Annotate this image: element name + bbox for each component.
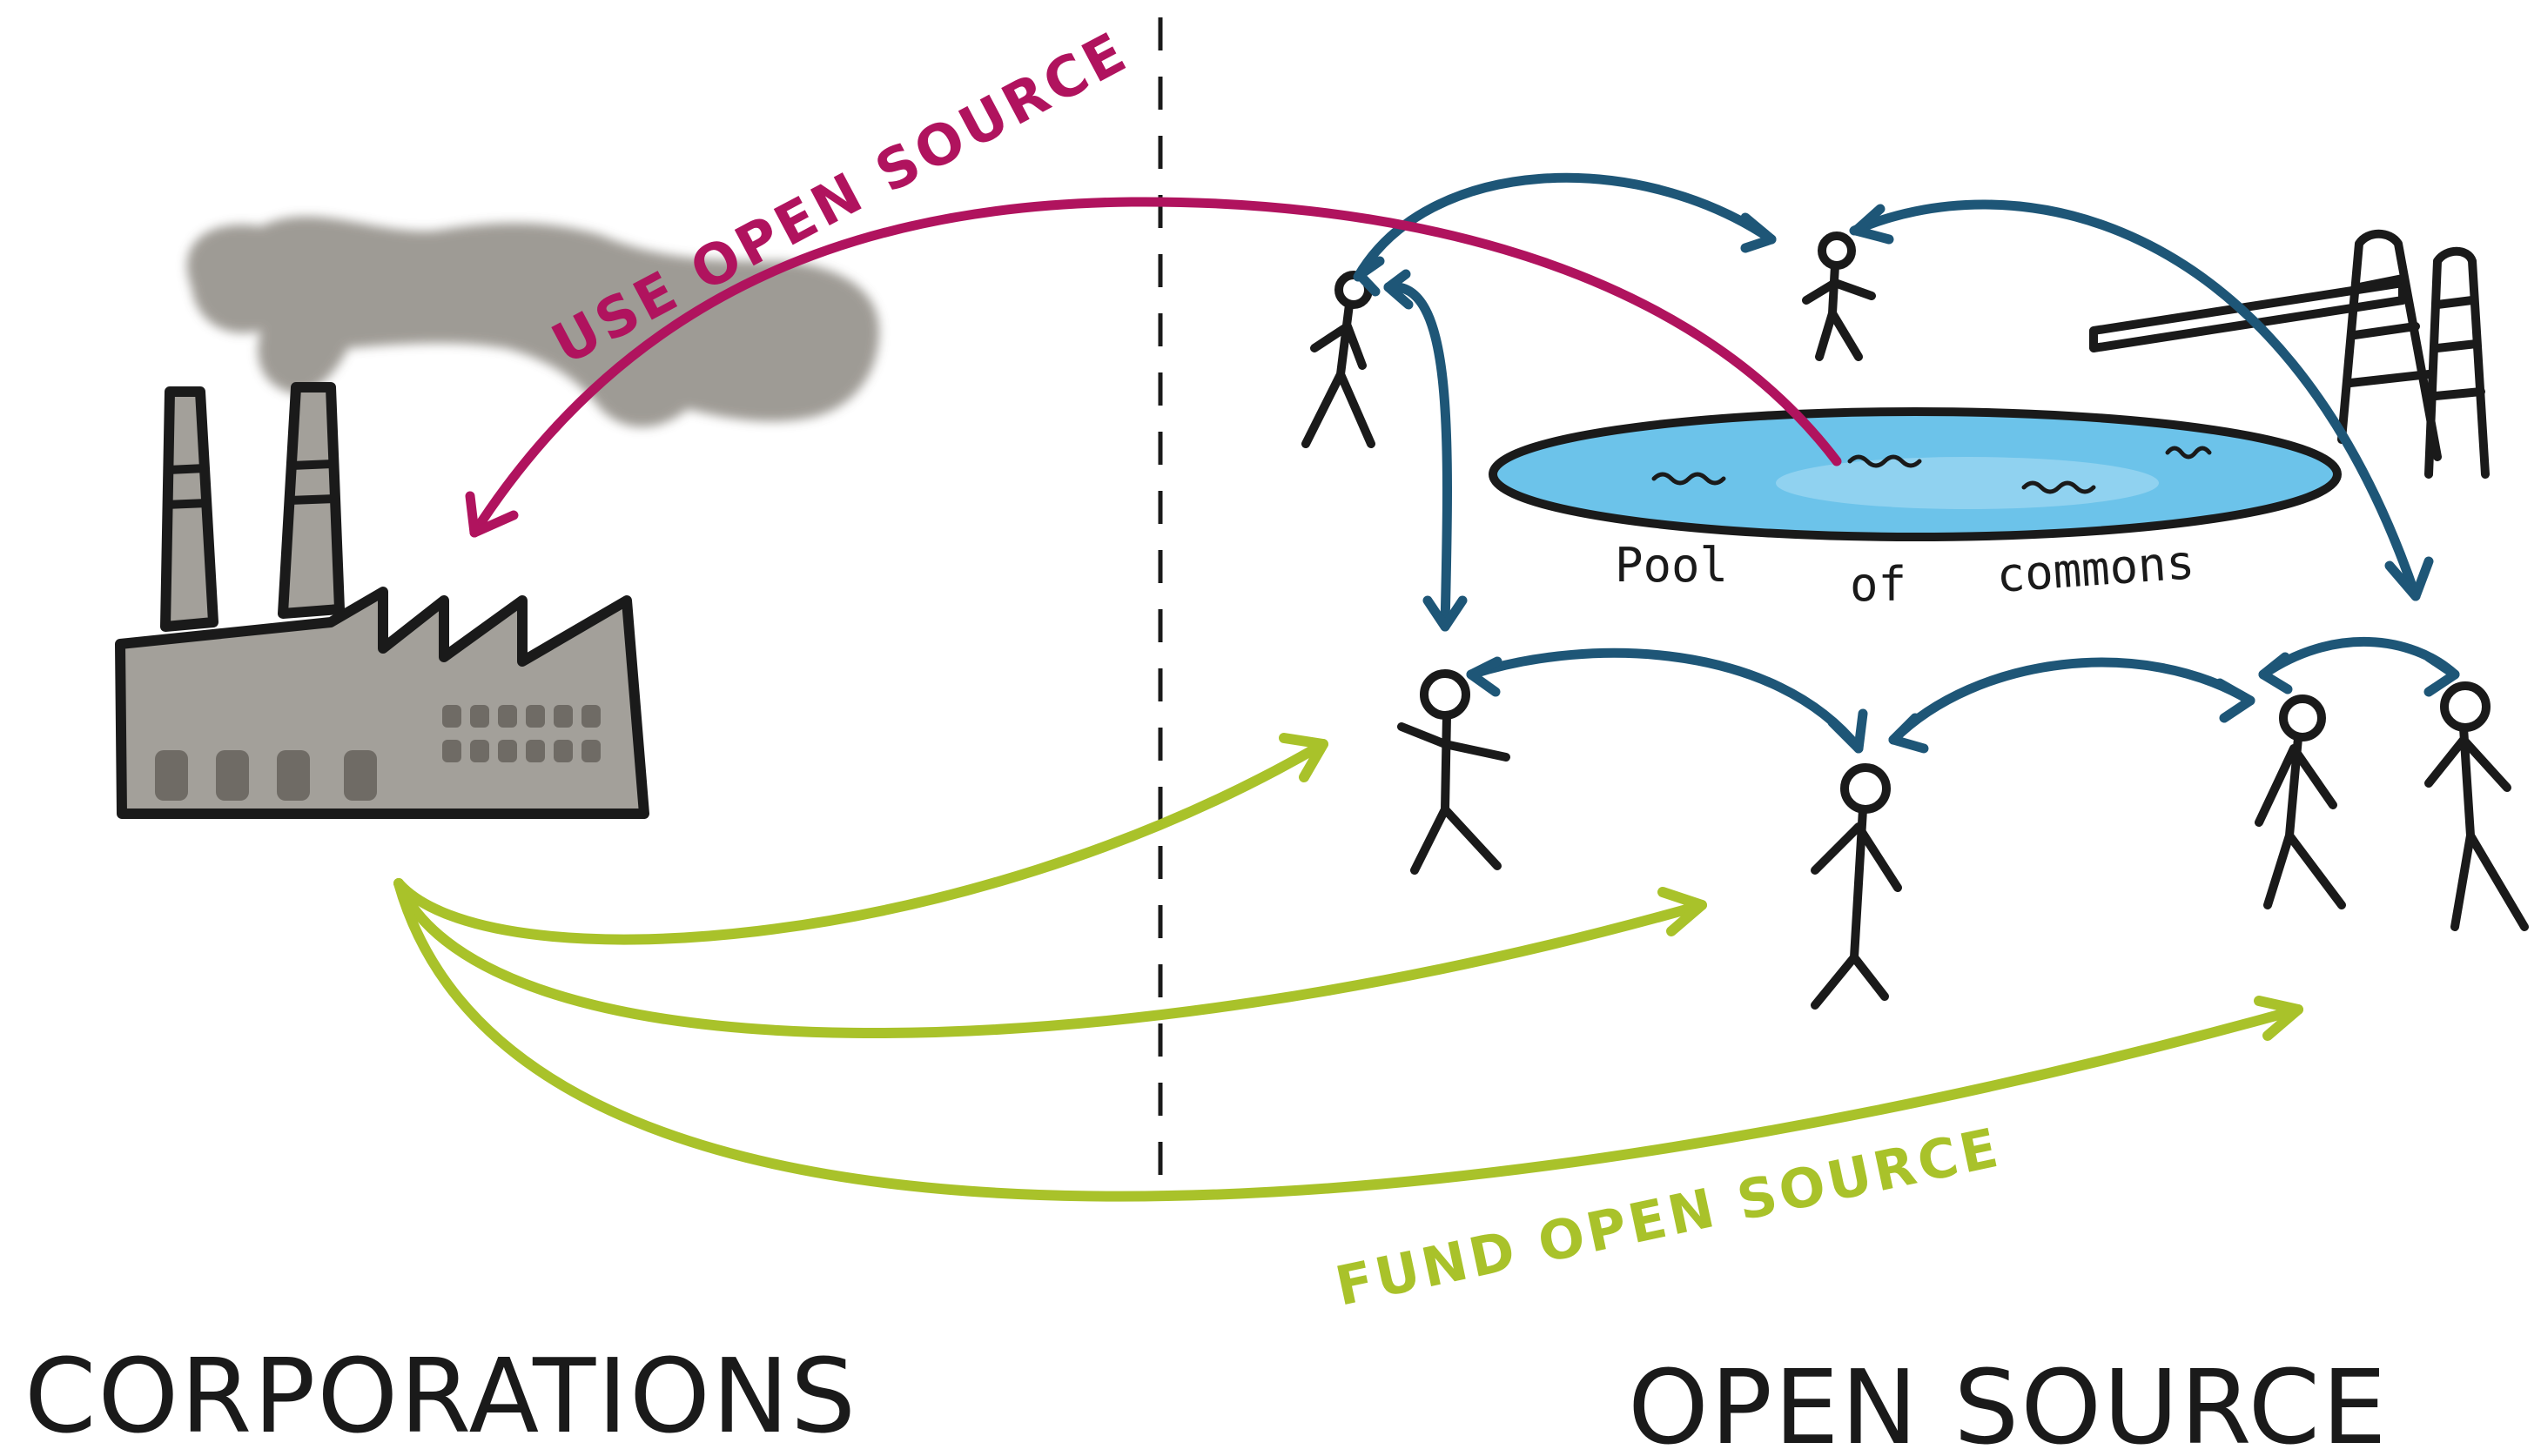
pool-label-commons: commons — [1995, 534, 2196, 603]
open-source-label: OPEN SOURCE — [1628, 1347, 2389, 1456]
person-icon-2 — [1802, 231, 1876, 361]
person-icon-1 — [1301, 271, 1375, 448]
person-icon-3 — [1397, 669, 1510, 875]
person-icon-4 — [1811, 763, 1902, 1010]
factory-icon — [115, 382, 649, 819]
pool-label-pool: Pool — [1615, 538, 1728, 593]
corporations-label: CORPORATIONS — [24, 1336, 857, 1456]
stick-figures — [1301, 231, 2529, 1010]
person-icon-5 — [2255, 694, 2346, 909]
network-arrows — [1353, 172, 2460, 754]
fund-open-source-arrows — [393, 733, 2303, 1202]
smoke-cloud — [186, 216, 879, 427]
use-open-source-arrow — [465, 197, 1842, 538]
pool-of-commons — [1489, 407, 2342, 541]
person-icon-6 — [2424, 681, 2529, 931]
pool-label-of: of — [1850, 557, 1906, 612]
